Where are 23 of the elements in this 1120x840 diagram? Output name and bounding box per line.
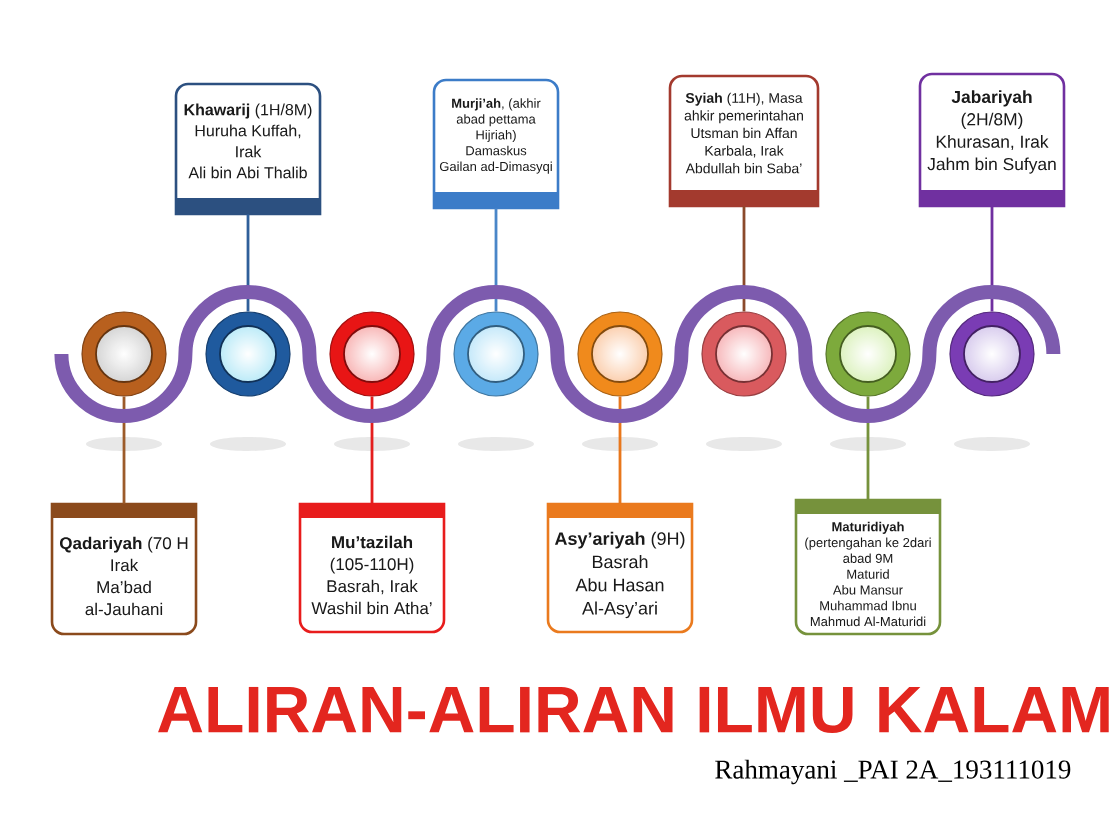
connector-line [370, 396, 374, 504]
title: ALIRAN-ALIRAN ILMU KALAM [158, 686, 1109, 733]
timeline-circle [577, 311, 663, 397]
timeline-circle [205, 311, 291, 397]
callout-box: Khawarij (1H/8M) Huruha Kuffah, Irak Ali bin Abi Thalib [174, 82, 322, 216]
connector-line [246, 214, 250, 312]
connector-line [618, 396, 622, 504]
callout-box: Jabariyah (2H/8M) Khurasan, Irak Jahm bin Sufyan [918, 72, 1066, 208]
timeline-circle [329, 311, 415, 397]
callout-box: Qadariyah (70 H Irak Ma’bad al-Jauhani [50, 502, 198, 636]
timeline-circle [453, 311, 539, 397]
connector-line [494, 208, 498, 312]
timeline-circle [701, 311, 787, 397]
connector-line [122, 396, 126, 504]
author-line: Rahmayani _PAI 2A_193111019 [715, 759, 1071, 785]
callout-box: Mu’tazilah (105-110H) Basrah, Irak Washil bin Atha’ [298, 502, 446, 634]
connector-line [742, 206, 746, 312]
callout-box: Asy’ariyah (9H) Basrah Abu Hasan Al-Asy’ari [546, 502, 694, 634]
connector-line [990, 206, 994, 312]
connector-line [866, 396, 870, 500]
timeline-circle [825, 311, 911, 397]
timeline-circle [81, 311, 167, 397]
timeline-circle [949, 311, 1035, 397]
